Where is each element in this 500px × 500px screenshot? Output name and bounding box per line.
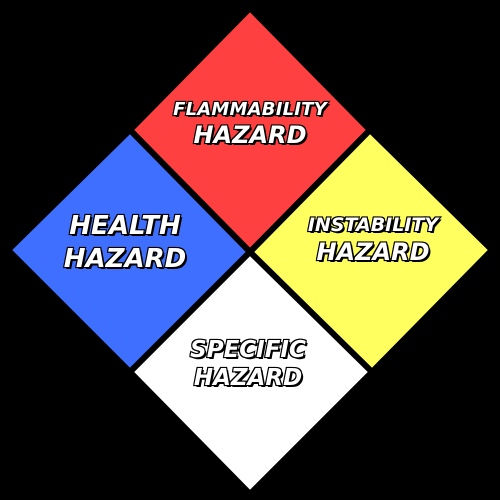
health-label-line1: HEALTH xyxy=(68,211,182,241)
instability-label-line1: INSTABILITY xyxy=(307,214,439,237)
specific-quadrant xyxy=(125,247,377,499)
flammability-label: FLAMMABILITY HAZARD xyxy=(160,99,340,150)
flammability-label-line2: HAZARD xyxy=(192,120,307,149)
specific-label: SPECIFIC HAZARD xyxy=(158,336,338,392)
health-label-line2: HAZARD xyxy=(63,243,188,274)
instability-label-line2: HAZARD xyxy=(315,237,430,266)
specific-label-line2: HAZARD xyxy=(193,364,304,392)
specific-label-line1: SPECIFIC xyxy=(189,336,307,364)
instability-label: INSTABILITY HAZARD xyxy=(283,214,463,267)
flammability-label-line1: FLAMMABILITY xyxy=(172,99,328,121)
health-label: HEALTH HAZARD xyxy=(35,211,215,274)
